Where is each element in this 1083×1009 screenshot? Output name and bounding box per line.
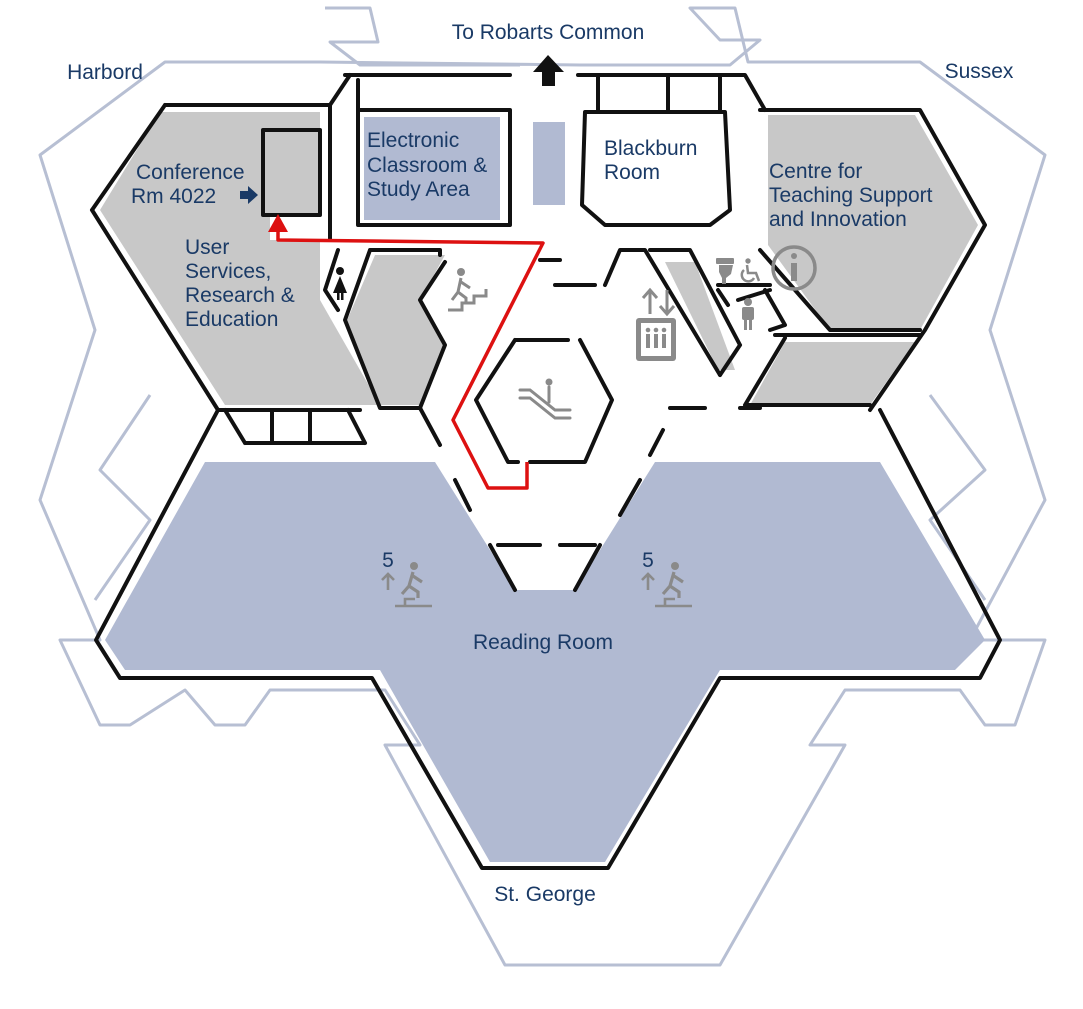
electronic-classroom-label-line-2: Classroom & (367, 154, 487, 177)
stairs-floor-label-right: 5 (642, 549, 654, 572)
mens-washroom-icon (742, 298, 754, 330)
reading-room-label: Reading Room (473, 631, 613, 654)
conference-label-line-1: Conference (136, 161, 245, 184)
building-outline (38, 6, 1047, 967)
reading-room (105, 462, 985, 862)
street-label-sussex: Sussex (945, 60, 1014, 83)
conference-arrow-icon (240, 186, 258, 204)
wheelchair-icon (740, 258, 761, 283)
route-path (276, 228, 545, 490)
toilet-icon (716, 258, 734, 284)
stairs-icon (448, 268, 488, 312)
information-icon (771, 245, 817, 291)
user-services-label-line-4: Education (185, 308, 278, 331)
stairs-floor-label-left: 5 (382, 549, 394, 572)
electronic-classroom-label-line-1: Electronic (367, 129, 459, 152)
stairs-up-icon (641, 562, 692, 608)
centre-teaching-label-line-3: and Innovation (769, 208, 907, 231)
electronic-classroom-label-line-3: Study Area (367, 178, 470, 201)
corridor-strip (533, 122, 565, 205)
conference-label-line-2: Rm 4022 (131, 185, 216, 208)
service-room (665, 262, 735, 370)
street-label-north: To Robarts Common (452, 21, 645, 44)
elevator-icon (636, 287, 676, 361)
user-services-room (100, 112, 380, 405)
user-services-label-line-1: User (185, 236, 229, 259)
centre-teaching-label-line-1: Centre for (769, 160, 862, 183)
user-services-label-line-3: Research & (185, 284, 295, 307)
centre-teaching-label-line-2: Teaching Support (769, 184, 933, 207)
route-arrowhead (268, 214, 288, 232)
centre-teaching-room (768, 115, 978, 330)
electronic-classroom-room (364, 117, 500, 220)
right-lower-room (750, 342, 915, 405)
grey-rooms (100, 112, 978, 405)
walls (90, 73, 1002, 870)
user-services-label-line-2: Services, (185, 260, 271, 283)
womens-washroom-icon (333, 267, 347, 300)
street-label-harbord: Harbord (67, 61, 143, 84)
blackburn-label-line-1: Blackburn (604, 137, 697, 160)
stair-core-left (345, 255, 445, 405)
escalator-icon (518, 378, 572, 420)
stairs-up-icon (381, 562, 432, 608)
street-label-st-george: St. George (494, 883, 596, 906)
blackburn-label-line-2: Room (604, 161, 660, 184)
north-arrow-icon (533, 55, 564, 86)
